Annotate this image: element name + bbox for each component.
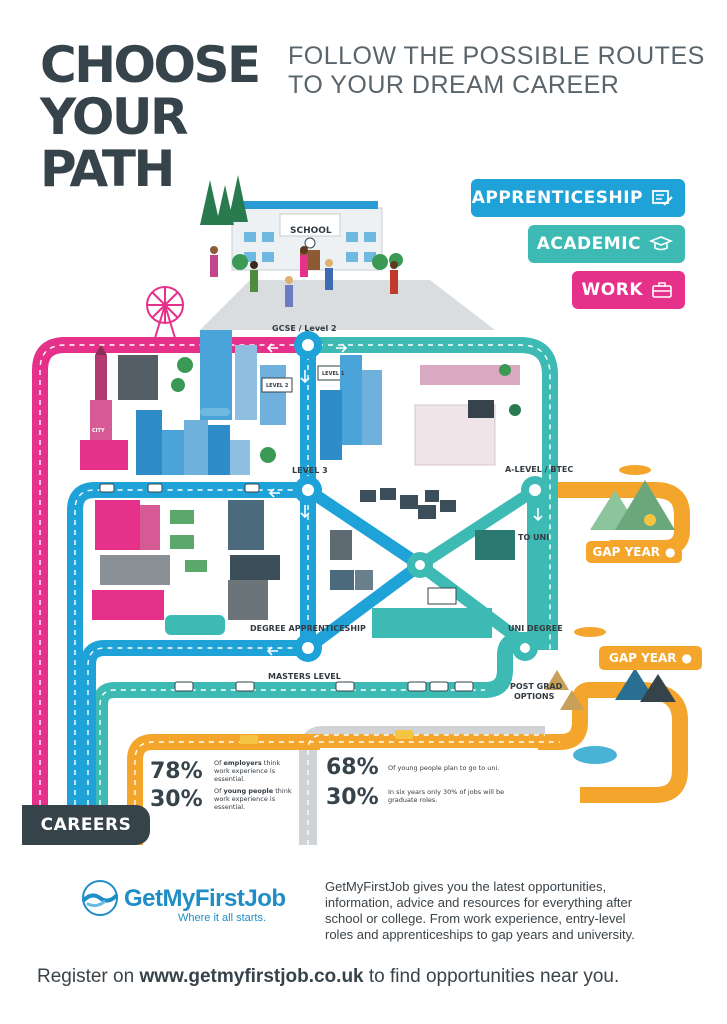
- gap-year-label-top: GAP YEAR: [592, 545, 661, 559]
- stat-text-uni-plan: Of young people plan to go to uni.: [388, 764, 500, 772]
- page-title-line-2: YOUR: [40, 88, 189, 146]
- register-url-link[interactable]: www.getmyfirstjob.co.uk: [139, 966, 364, 987]
- legend-work: WORK: [572, 271, 685, 309]
- gap-year-badge-bottom: GAP YEAR ●: [599, 646, 702, 670]
- academic-diagonal-2: [416, 560, 524, 645]
- campus-buildings: [320, 355, 521, 466]
- legend-academic-label: ACADEMIC: [536, 234, 641, 254]
- to-uni-label: TO UNI: [518, 533, 550, 542]
- stat-text-post: think work experience is essential.: [214, 787, 292, 811]
- city-label: CITY: [92, 428, 105, 434]
- route-map: [32, 175, 690, 845]
- register-post: to find opportunities near you.: [363, 966, 620, 987]
- logo-tagline: Where it all starts.: [178, 912, 267, 924]
- stat-value-employers: 78%: [150, 759, 203, 784]
- uni-degree-label: UNI DEGREE: [508, 624, 563, 633]
- post-grad-label-1: POST GRAD: [510, 682, 563, 691]
- stats-box-left: [145, 752, 295, 824]
- gap-year-badge-top: GAP YEAR ●: [586, 541, 682, 563]
- globe-icon: ●: [665, 545, 676, 559]
- stat-text-post: think work experience is essential.: [214, 759, 281, 783]
- gap-year-scenery-bottom: [573, 627, 676, 764]
- stat-text-bold: young people: [223, 787, 274, 795]
- industrial-zone: [92, 500, 280, 635]
- alevel-label: A-LEVEL / BTEC: [505, 465, 574, 474]
- page-title-line-1: CHOOSE: [40, 36, 261, 94]
- subtitle-line-1: FOLLOW THE POSSIBLE ROUTES: [288, 42, 705, 70]
- houses: [330, 488, 515, 590]
- footer-description: GetMyFirstJob gives you the latest oppor…: [325, 879, 635, 942]
- university-building: [372, 587, 492, 638]
- city-buildings: [80, 330, 286, 475]
- stat-text-pre: Of: [214, 759, 224, 767]
- handshake-logo-icon: [82, 880, 118, 916]
- stat-text-employers: Of employers think work experience is es…: [214, 759, 294, 783]
- certificate-icon: [652, 190, 673, 206]
- post-grad-tents: [545, 670, 584, 710]
- careers-destination: CAREERS: [22, 805, 150, 845]
- stat-text-graduate-roles: In six years only 30% of jobs will be gr…: [388, 788, 505, 804]
- ferris-wheel: [146, 286, 184, 339]
- students: [210, 246, 398, 307]
- globe-icon: ●: [681, 651, 692, 665]
- briefcase-icon: [652, 282, 672, 298]
- register-pre: Register on: [37, 966, 140, 987]
- masters-level-label: MASTERS LEVEL: [268, 672, 341, 681]
- post-grad-label-2: OPTIONS: [514, 692, 555, 701]
- logo-name: GetMyFirstJob: [124, 885, 286, 912]
- legend-work-label: WORK: [581, 280, 643, 300]
- level1-label: LEVEL 1: [322, 371, 345, 377]
- vehicles: [99, 483, 474, 744]
- legend-apprenticeship-label: APPRENTICESHIP: [471, 188, 643, 208]
- school-label: SCHOOL: [290, 226, 332, 236]
- degree-apprenticeship-label: DEGREE APPRENTICESHIP: [250, 624, 366, 633]
- roundabouts: [294, 331, 549, 662]
- legend-apprenticeship: APPRENTICESHIP: [471, 179, 685, 217]
- gcse-label: GCSE / Level 2: [272, 324, 337, 333]
- stat-text-pre: Of: [214, 787, 224, 795]
- stat-text-young-people: Of young people think work experience is…: [214, 787, 296, 811]
- graduation-cap-icon: [649, 236, 673, 251]
- page-title-line-3: PATH: [40, 140, 175, 198]
- stat-value-uni-plan: 68%: [326, 755, 379, 780]
- work-road: [32, 337, 308, 845]
- legend-academic: ACADEMIC: [528, 225, 685, 263]
- stat-value-young-people: 30%: [150, 787, 203, 812]
- gap-year-scenery-top: [590, 465, 675, 530]
- level3-label: LEVEL 3: [292, 466, 328, 475]
- level2-label: LEVEL 2: [266, 383, 289, 389]
- subtitle-line-2: TO YOUR DREAM CAREER: [288, 71, 620, 99]
- stat-text-bold: employers: [223, 759, 262, 767]
- gap-year-label-bottom: GAP YEAR: [608, 651, 677, 665]
- school-perspective-road: [200, 280, 495, 330]
- stat-value-graduate-roles: 30%: [326, 785, 379, 810]
- register-line: Register on www.getmyfirstjob.co.uk to f…: [37, 966, 619, 988]
- trees: [200, 175, 403, 270]
- stats-box-right: [320, 748, 538, 824]
